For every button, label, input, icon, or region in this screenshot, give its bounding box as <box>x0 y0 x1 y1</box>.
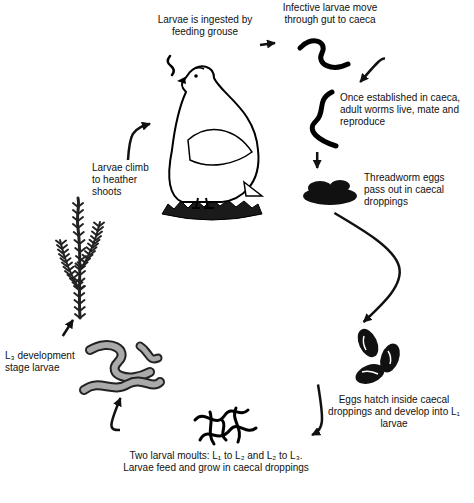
larva <box>200 427 256 440</box>
larva <box>210 412 214 444</box>
cycle-arrow <box>316 152 319 168</box>
grouse-tail <box>244 182 262 196</box>
heather-leaf <box>90 240 100 244</box>
grouse-body <box>169 66 258 202</box>
heather-leaf <box>74 286 84 290</box>
eggs <box>353 326 404 388</box>
heather-leaf <box>58 250 68 254</box>
cycle-arrow <box>111 398 120 430</box>
larva <box>222 420 226 440</box>
larva-body <box>84 381 160 390</box>
heather-leaf <box>64 267 74 271</box>
heather-leaf <box>91 236 101 240</box>
heather-stage: Larvae climb to heather shoots <box>40 160 150 320</box>
stage-caption: Eggs hatch inside caecal droppings and d… <box>318 394 470 430</box>
stage-caption: Larvae is ingested by feeding grouse <box>150 14 260 38</box>
egg <box>354 326 383 361</box>
dropping <box>330 180 350 192</box>
grouse-illustration <box>162 56 262 220</box>
heather-leaf <box>74 293 84 297</box>
l3-larva-stage: L₃ development stage larvae <box>5 336 170 398</box>
l3-larvae <box>84 345 160 390</box>
heather-leaf <box>87 247 97 251</box>
cycle-arrow <box>128 124 150 160</box>
heather-leaf <box>75 307 85 311</box>
heather-leaf <box>73 203 83 207</box>
adult-worm-stage: Once established in caeca, adult worms l… <box>300 82 472 152</box>
cycle-arrow <box>334 213 399 322</box>
larva-body <box>140 346 158 359</box>
grouse-eye <box>194 74 198 78</box>
egg <box>353 360 387 387</box>
egg-highlight <box>362 336 391 374</box>
heather-leaf <box>75 314 85 318</box>
dropping <box>308 181 332 195</box>
heather-leaf <box>88 244 98 248</box>
stage-caption: Once established in caeca, adult worms l… <box>340 92 468 128</box>
stage-caption: Larvae climb to heather shoots <box>92 162 150 198</box>
grouse-beak <box>177 77 186 84</box>
stage-caption: Infective larvae move through gut to cae… <box>275 2 385 26</box>
infective-larva-stage: Infective larvae move through gut to cae… <box>275 0 385 78</box>
grouse-comb <box>192 68 204 70</box>
stage-caption: Two larval moults: L₁ to L₂ and L₂ to L₃… <box>120 450 312 474</box>
larva-outline <box>140 346 158 359</box>
grouse-wing <box>188 130 252 166</box>
grouse-stage: Larvae is ingested by feeding grouse <box>150 0 260 225</box>
heather-leaf <box>57 245 67 249</box>
heather-leaf <box>92 232 102 236</box>
moulting-larvae <box>195 408 256 444</box>
heather-shoot <box>56 198 104 318</box>
stage-caption: Threadworm eggs pass out in caecal dropp… <box>364 172 468 208</box>
heather-leaf <box>56 241 66 245</box>
hatching-stage: Eggs hatch inside caecal droppings and d… <box>318 322 470 447</box>
cycle-arrow <box>360 58 385 82</box>
heather-leaf <box>62 263 72 267</box>
cycle-arrow <box>312 385 322 436</box>
egg-stage: Threadworm eggs pass out in caecal dropp… <box>300 168 472 213</box>
stage-caption: L₃ development stage larvae <box>5 350 77 374</box>
heather-leaf <box>73 217 83 221</box>
adult-worm <box>312 92 336 146</box>
heather-leaf <box>94 223 104 227</box>
heather-leaf <box>65 271 75 275</box>
larva-outline <box>84 381 160 390</box>
heather-leaf <box>73 224 83 228</box>
heather-leaf <box>61 258 71 262</box>
heather-leaf <box>75 240 85 244</box>
ingested-larva <box>168 56 174 75</box>
heather-leaf <box>85 251 95 255</box>
heather-leaf <box>73 210 83 214</box>
heather-leaf <box>75 300 85 304</box>
cycle-arrow <box>63 320 73 336</box>
heather-leaf <box>75 248 85 252</box>
moult-stage: Two larval moults: L₁ to L₂ and L₂ to L₃… <box>120 400 312 500</box>
grouse-legs <box>192 198 214 208</box>
heather-leaf <box>74 232 84 236</box>
caecal-droppings <box>303 180 357 205</box>
infective-larva <box>300 41 348 67</box>
heather-leaf <box>59 254 69 258</box>
cycle-arrow <box>260 43 275 45</box>
larva <box>234 408 239 442</box>
heather-leaf <box>93 227 103 231</box>
